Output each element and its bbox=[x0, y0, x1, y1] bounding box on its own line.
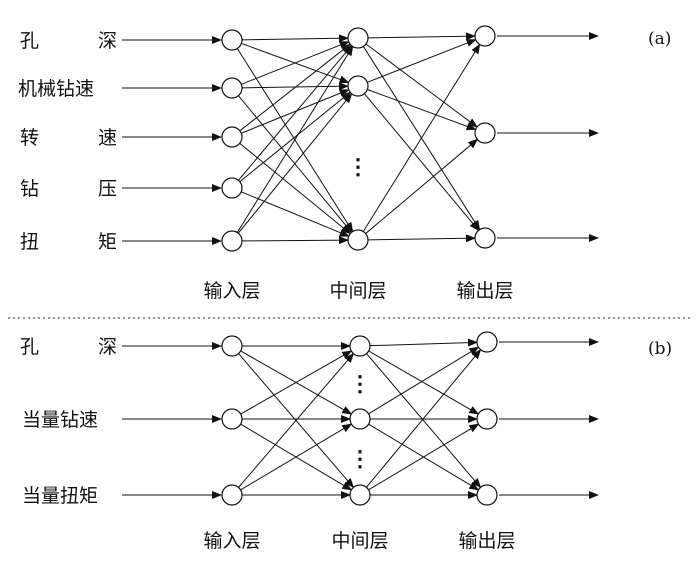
layer-label-hidden: 中间层 bbox=[331, 530, 388, 552]
input-label-part: 深 bbox=[98, 336, 117, 358]
output-node bbox=[474, 122, 496, 144]
input-label-part: 速 bbox=[98, 127, 117, 149]
input-node bbox=[221, 29, 243, 51]
input-label: 当量钻速 bbox=[22, 409, 98, 431]
hidden-output-connection bbox=[368, 423, 480, 491]
hidden-output-connection bbox=[364, 93, 480, 232]
hidden-node bbox=[349, 335, 371, 357]
layer-label-input: 输入层 bbox=[203, 280, 260, 302]
input-node bbox=[221, 77, 243, 99]
input-label-part: 压 bbox=[98, 178, 117, 200]
input-label: 机械钻速 bbox=[18, 78, 94, 100]
input-hidden-connection bbox=[239, 91, 352, 183]
ellipsis-icon: ⋮ bbox=[349, 446, 371, 472]
hidden-output-connection bbox=[367, 234, 477, 243]
input-node bbox=[221, 177, 243, 199]
input-node bbox=[221, 230, 243, 252]
hidden-output-connection bbox=[365, 43, 478, 128]
panel-tag: (a) bbox=[648, 29, 671, 49]
input-label-part: 孔 bbox=[20, 336, 39, 358]
hidden-node bbox=[347, 229, 369, 251]
hidden-output-connection bbox=[367, 89, 477, 131]
hidden-output-connection bbox=[362, 43, 481, 232]
input-hidden-connection bbox=[240, 350, 353, 415]
hidden-output-connection bbox=[366, 353, 482, 489]
hidden-output-connection bbox=[367, 32, 477, 41]
input-label-part: 扭 bbox=[20, 231, 39, 253]
output-node bbox=[476, 331, 498, 353]
input-hidden-connection bbox=[241, 41, 350, 85]
input-label-part: 孔 bbox=[20, 30, 39, 52]
input-node bbox=[221, 484, 243, 506]
layer-label-input: 输入层 bbox=[203, 530, 260, 552]
hidden-output-connection bbox=[366, 348, 482, 488]
input-hidden-connection bbox=[241, 236, 350, 245]
hidden-node bbox=[349, 484, 371, 506]
hidden-output-connection bbox=[368, 350, 480, 415]
input-node bbox=[221, 408, 243, 430]
hidden-node bbox=[349, 408, 371, 430]
output-node bbox=[474, 25, 496, 47]
input-label-part: 钻 bbox=[20, 178, 39, 200]
hidden-output-connection bbox=[368, 346, 480, 415]
hidden-node bbox=[347, 75, 369, 97]
panel-tag: (b) bbox=[648, 339, 672, 359]
layer-label-output: 输出层 bbox=[456, 280, 513, 302]
ellipsis-icon: ⋮ bbox=[347, 154, 369, 180]
hidden-output-connection bbox=[367, 39, 477, 83]
input-label-part: 矩 bbox=[98, 231, 117, 253]
layer-label-hidden: 中间层 bbox=[329, 280, 386, 302]
ellipsis-icon: ⋮ bbox=[349, 371, 371, 397]
input-hidden-connection bbox=[241, 191, 350, 237]
input-hidden-connection bbox=[239, 142, 352, 235]
input-hidden-connection bbox=[240, 423, 353, 491]
hidden-node bbox=[347, 27, 369, 49]
input-hidden-connection bbox=[239, 43, 351, 132]
input-label-part: 转 bbox=[20, 127, 39, 149]
hidden-output-connection bbox=[369, 338, 479, 347]
input-label-part: 深 bbox=[98, 30, 117, 52]
input-hidden-connection bbox=[241, 34, 350, 43]
input-hidden-connection bbox=[238, 44, 353, 181]
output-node bbox=[476, 408, 498, 430]
input-label: 当量扭矩 bbox=[22, 485, 98, 507]
input-node bbox=[221, 126, 243, 148]
input-hidden-connection bbox=[237, 92, 353, 234]
layer-label-output: 输出层 bbox=[458, 530, 515, 552]
input-node bbox=[221, 335, 243, 357]
hidden-output-connection bbox=[365, 138, 479, 234]
output-node bbox=[476, 484, 498, 506]
input-hidden-connection bbox=[236, 45, 354, 233]
input-hidden-connection bbox=[238, 352, 355, 488]
input-hidden-connection bbox=[241, 89, 350, 134]
output-node bbox=[474, 227, 496, 249]
